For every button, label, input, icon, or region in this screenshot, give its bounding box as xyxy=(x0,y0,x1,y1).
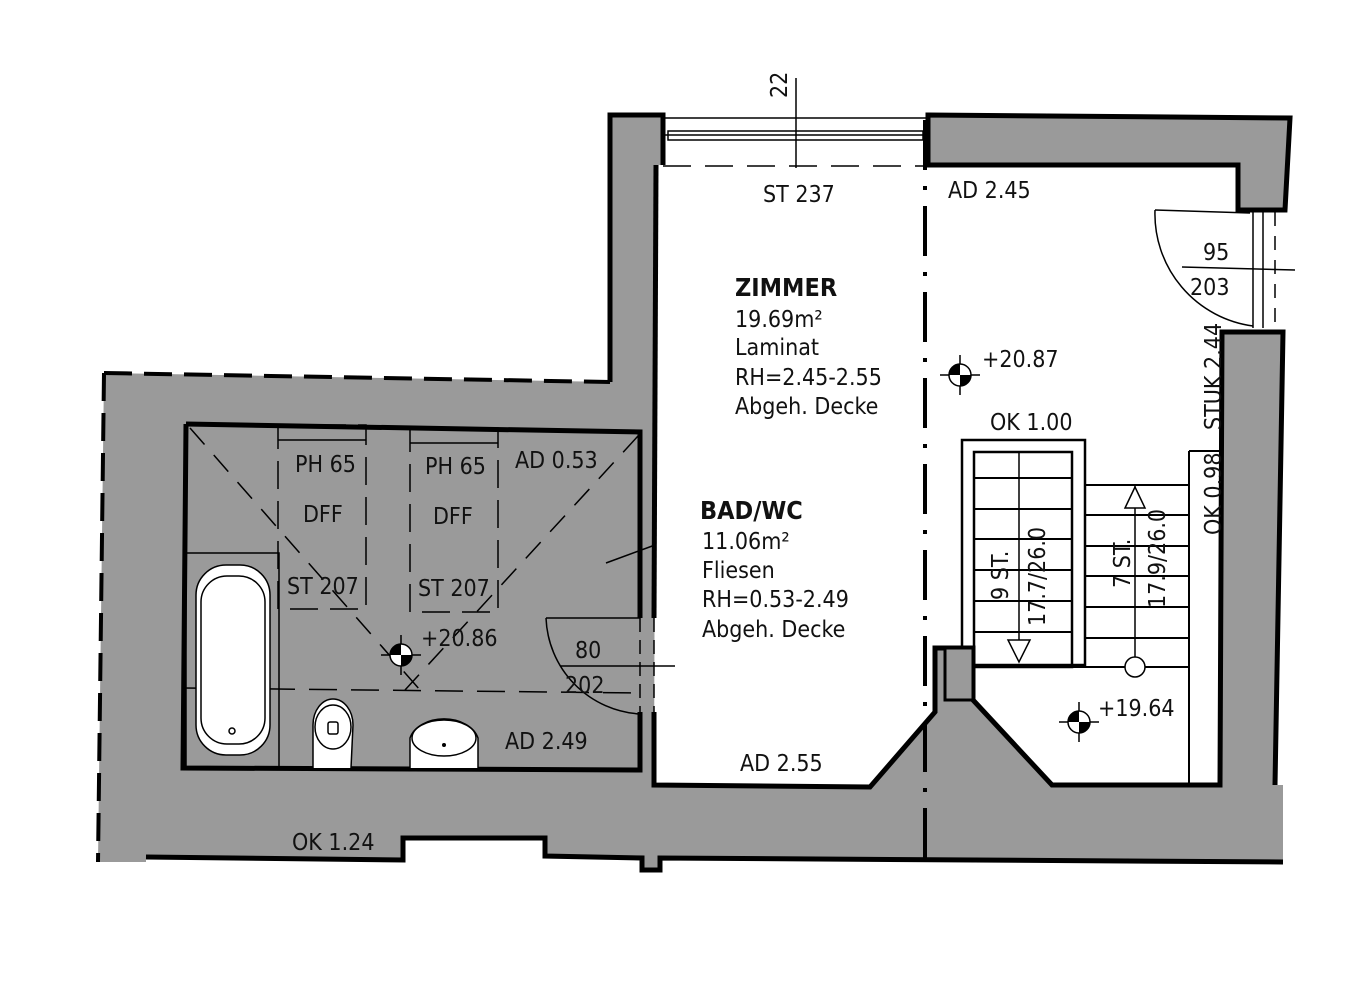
elevation-marker-bad xyxy=(381,635,421,675)
label-ad-255: AD 2.55 xyxy=(740,751,823,777)
skylight-2-ph: PH 65 xyxy=(425,454,486,480)
elevation-bad: +20.86 xyxy=(421,626,498,652)
label-stuk-244: STUK 2.44 xyxy=(1201,323,1227,430)
door-bath xyxy=(545,617,675,715)
room-area-zimmer: 19.69m² xyxy=(735,307,823,333)
staircase xyxy=(943,438,1222,785)
door-right xyxy=(1154,209,1296,328)
stairs-left-count: 9 ST. xyxy=(988,551,1014,600)
door-bath-width: 80 xyxy=(575,638,601,664)
label-ok-098: OK 0.98 xyxy=(1201,453,1227,535)
stairs-left-ratio: 17.7/26.0 xyxy=(1025,527,1051,626)
room-name-zimmer: ZIMMER xyxy=(735,273,837,302)
bathroom-fixtures xyxy=(182,424,656,769)
room-height-zimmer: RH=2.45-2.55 xyxy=(735,365,882,391)
window-top xyxy=(663,78,928,168)
door-right-height: 203 xyxy=(1190,275,1230,301)
room-area-bad: 11.06m² xyxy=(702,529,790,555)
elevation-zimmer: +20.87 xyxy=(982,347,1059,373)
wall-top-right xyxy=(925,112,1293,213)
label-ad-245: AD 2.45 xyxy=(948,178,1031,204)
room-floor-zimmer: Laminat xyxy=(735,335,819,361)
label-ad-053: AD 0.53 xyxy=(515,448,598,474)
elevation-marker-zimmer xyxy=(940,355,980,395)
label-ad-249: AD 2.49 xyxy=(505,729,588,755)
stairs-right-ratio: 17.9/26.0 xyxy=(1145,509,1171,608)
room-floor-bad: Fliesen xyxy=(702,558,775,584)
label-st-237: ST 237 xyxy=(763,182,835,208)
skylight-2-type: DFF xyxy=(433,504,473,530)
label-ok-124: OK 1.24 xyxy=(292,830,374,856)
wall-bath-outer xyxy=(98,115,1283,870)
room-ceiling-bad: Abgeh. Decke xyxy=(702,617,845,643)
elevation-marker-stair xyxy=(1059,702,1099,742)
room-ceiling-zimmer: Abgeh. Decke xyxy=(735,394,878,420)
room-name-bad: BAD/WC xyxy=(700,496,803,525)
label-ok-100: OK 1.00 xyxy=(990,410,1072,436)
skylight-1-type: DFF xyxy=(303,502,343,528)
dimension-top: 22 xyxy=(767,72,793,98)
door-bath-height: 202 xyxy=(565,673,605,699)
door-right-width: 95 xyxy=(1203,240,1229,266)
skylight-1-st: ST 207 xyxy=(287,574,359,600)
skylight-1-ph: PH 65 xyxy=(295,452,356,478)
stairs-right-count: 7 ST. xyxy=(1110,539,1136,588)
room-height-bad: RH=0.53-2.49 xyxy=(702,587,849,613)
skylight-2-st: ST 207 xyxy=(418,576,490,602)
elevation-stair: +19.64 xyxy=(1098,696,1175,722)
